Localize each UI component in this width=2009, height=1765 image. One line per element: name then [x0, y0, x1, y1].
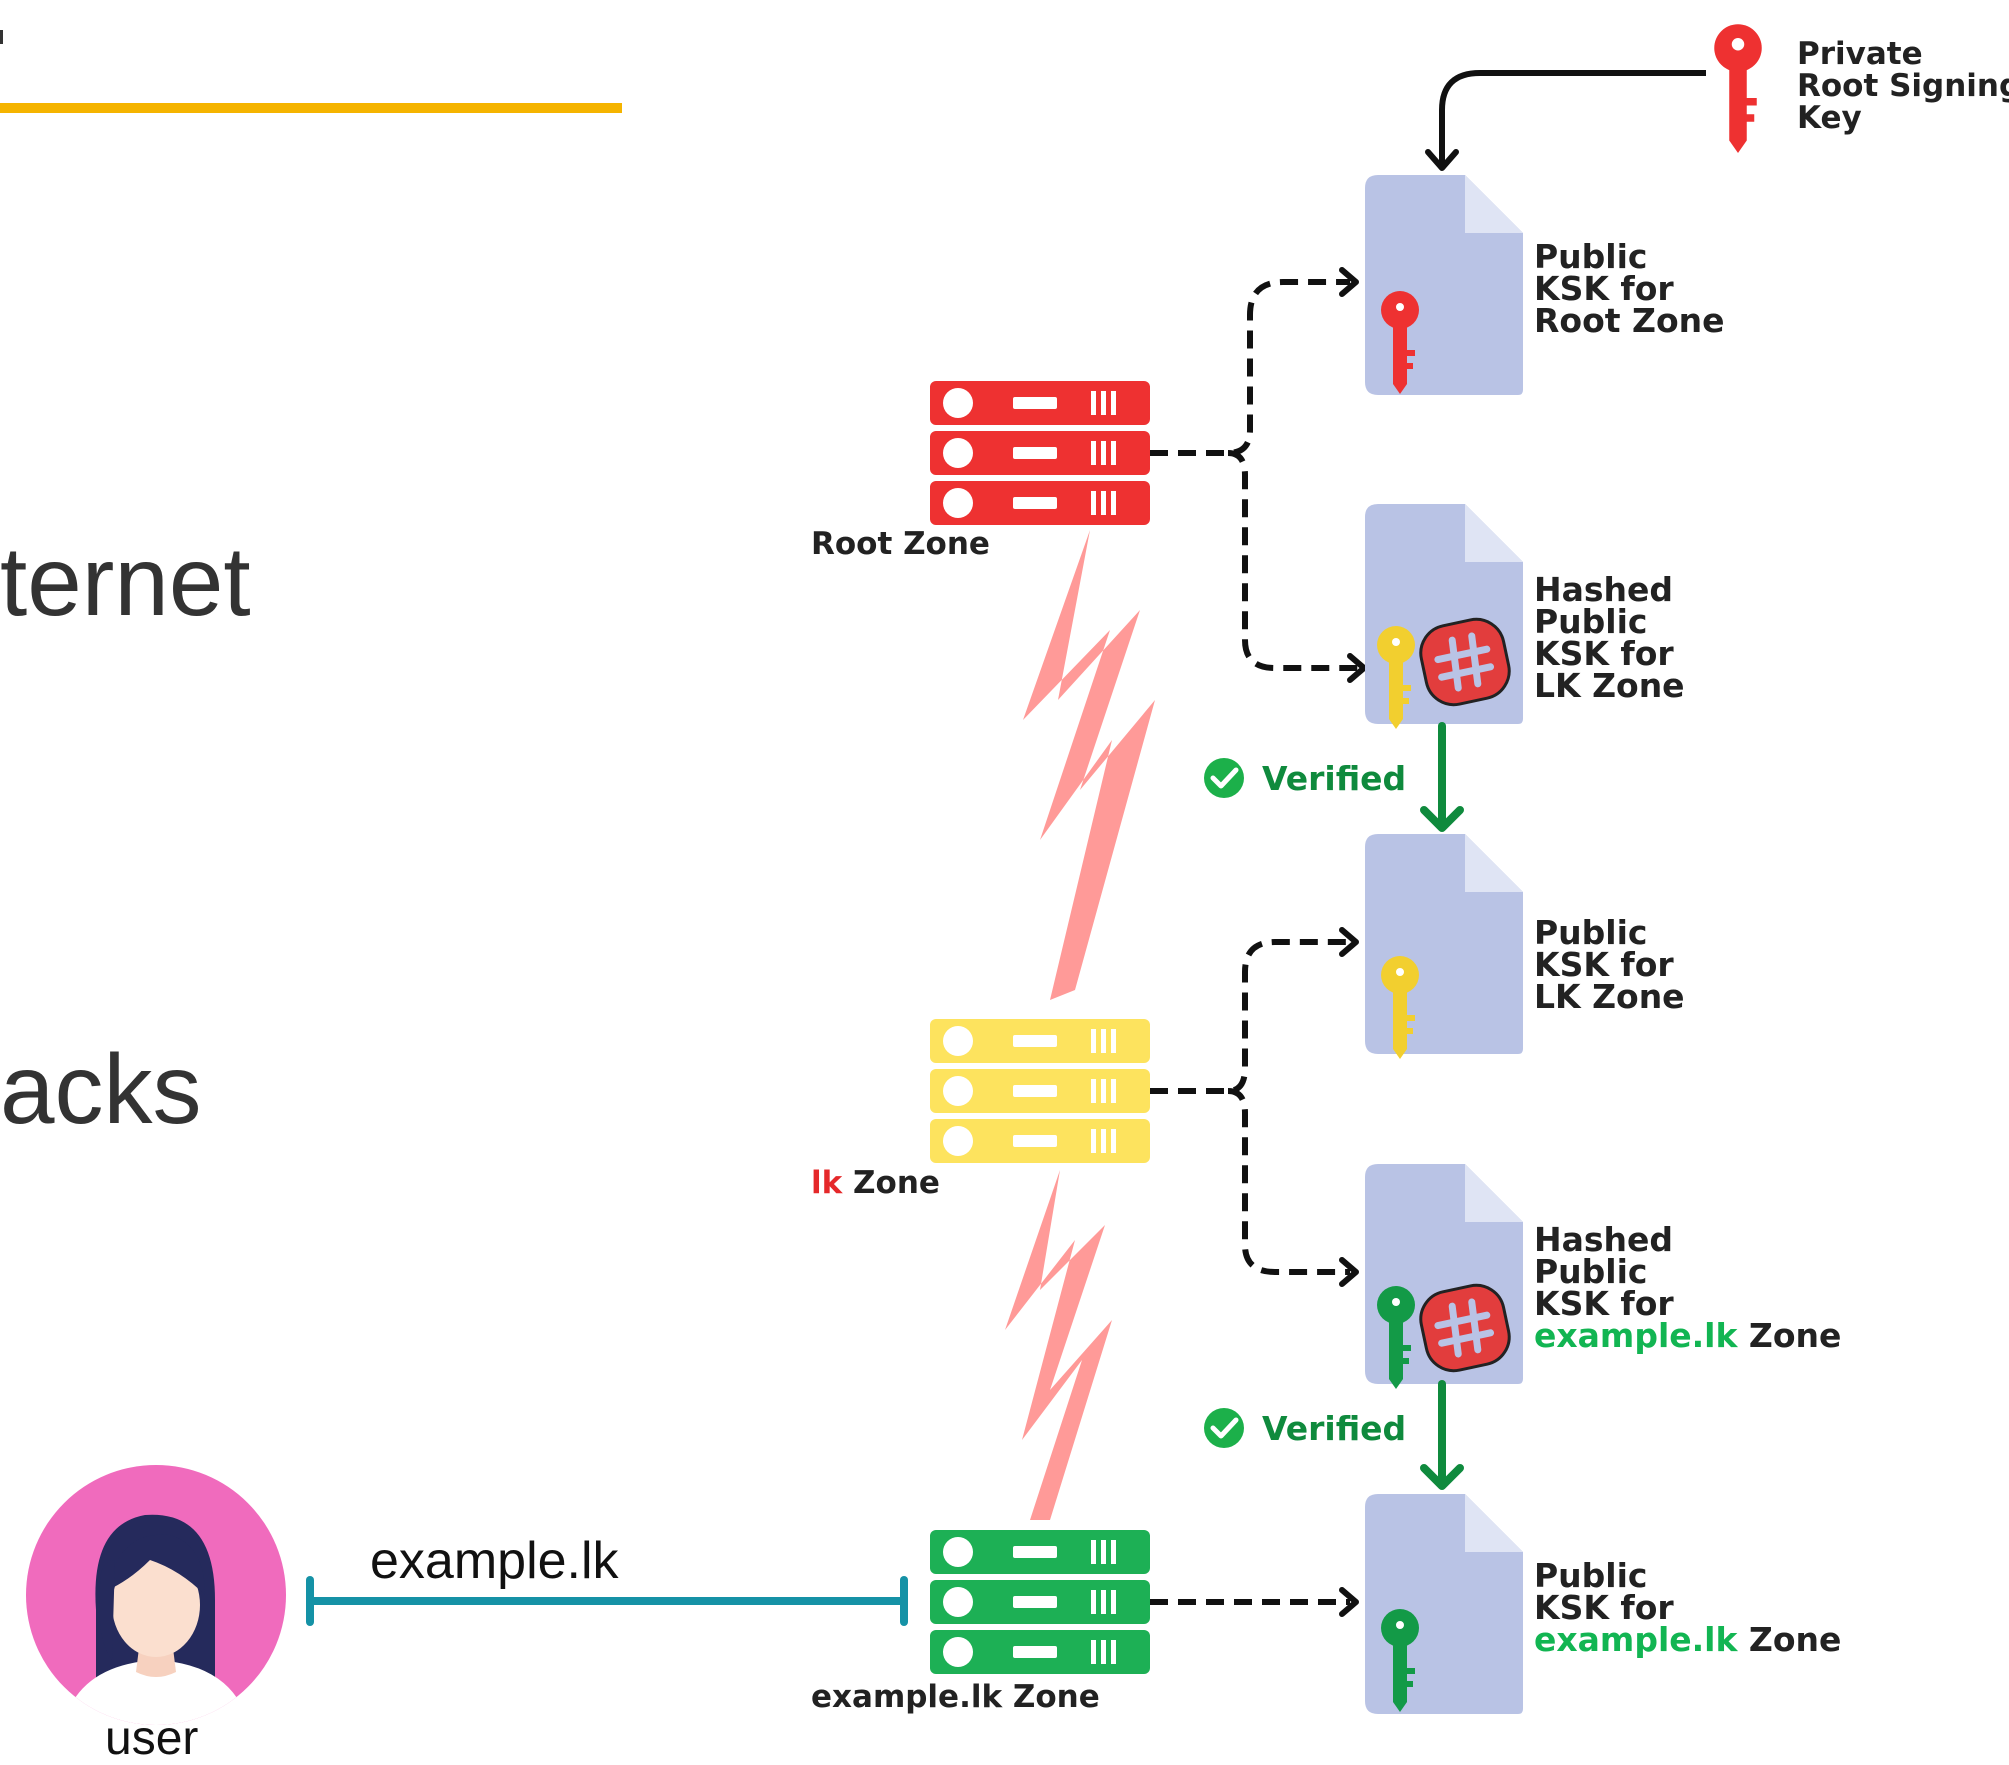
document-folds [1465, 175, 1523, 1552]
key-icon [1377, 1286, 1415, 1389]
root-zone-server [930, 381, 1150, 525]
lk-zone-label: lk Zone [811, 1165, 940, 1201]
key-icon [1381, 956, 1419, 1059]
private-key-label: Private Root Signing Key [1797, 36, 2009, 136]
verified-label-2: Verified [1262, 1409, 1407, 1448]
accent-bar [0, 103, 622, 113]
request-domain-label: example.lk [370, 1532, 619, 1590]
private-root-key-icon [1714, 24, 1762, 153]
lightning-bolt-2 [1005, 1170, 1112, 1520]
left-text-fragment-1: ternet [0, 526, 251, 636]
verified-arrows [1420, 722, 1464, 1490]
key-icon [1381, 1609, 1419, 1712]
document-example-ksk [1365, 1494, 1523, 1714]
example-zone-server [930, 1530, 1150, 1674]
lightning-bolt-1 [1023, 530, 1155, 1000]
dashed-connectors [1150, 279, 1358, 1605]
user-label: user [105, 1712, 199, 1765]
document-lk-ksk [1365, 834, 1523, 1054]
root-zone-label: Root Zone [811, 526, 990, 562]
key-icon [1381, 291, 1419, 394]
key-icon [1377, 626, 1415, 729]
check-circle-icon [1204, 758, 1244, 798]
doc4-label: Hashed Public KSK for example.lk Zone [1534, 1220, 1842, 1355]
dashed-arrowheads [1339, 267, 1367, 1617]
document-root-ksk [1365, 175, 1523, 395]
check-circle-icon [1204, 1408, 1244, 1448]
user-avatar-icon [26, 1465, 286, 1725]
lk-zone-server [930, 1019, 1150, 1163]
user-server-link [306, 1576, 908, 1626]
doc3-label: Public KSK for LK Zone [1534, 913, 1685, 1016]
top-edge-mark [0, 30, 3, 44]
left-text-fragment-2: acks [0, 1034, 202, 1144]
doc2-label: Hashed Public KSK for LK Zone [1534, 570, 1685, 705]
example-zone-label: example.lk Zone [811, 1679, 1100, 1715]
doc1-label: Public KSK for Root Zone [1534, 237, 1725, 340]
hash-icon [1419, 617, 1511, 707]
private-key-arrow [1439, 70, 1706, 165]
hash-icon [1419, 1283, 1511, 1373]
verified-label-1: Verified [1262, 759, 1407, 798]
doc5-label: Public KSK for example.lk Zone [1534, 1556, 1842, 1659]
